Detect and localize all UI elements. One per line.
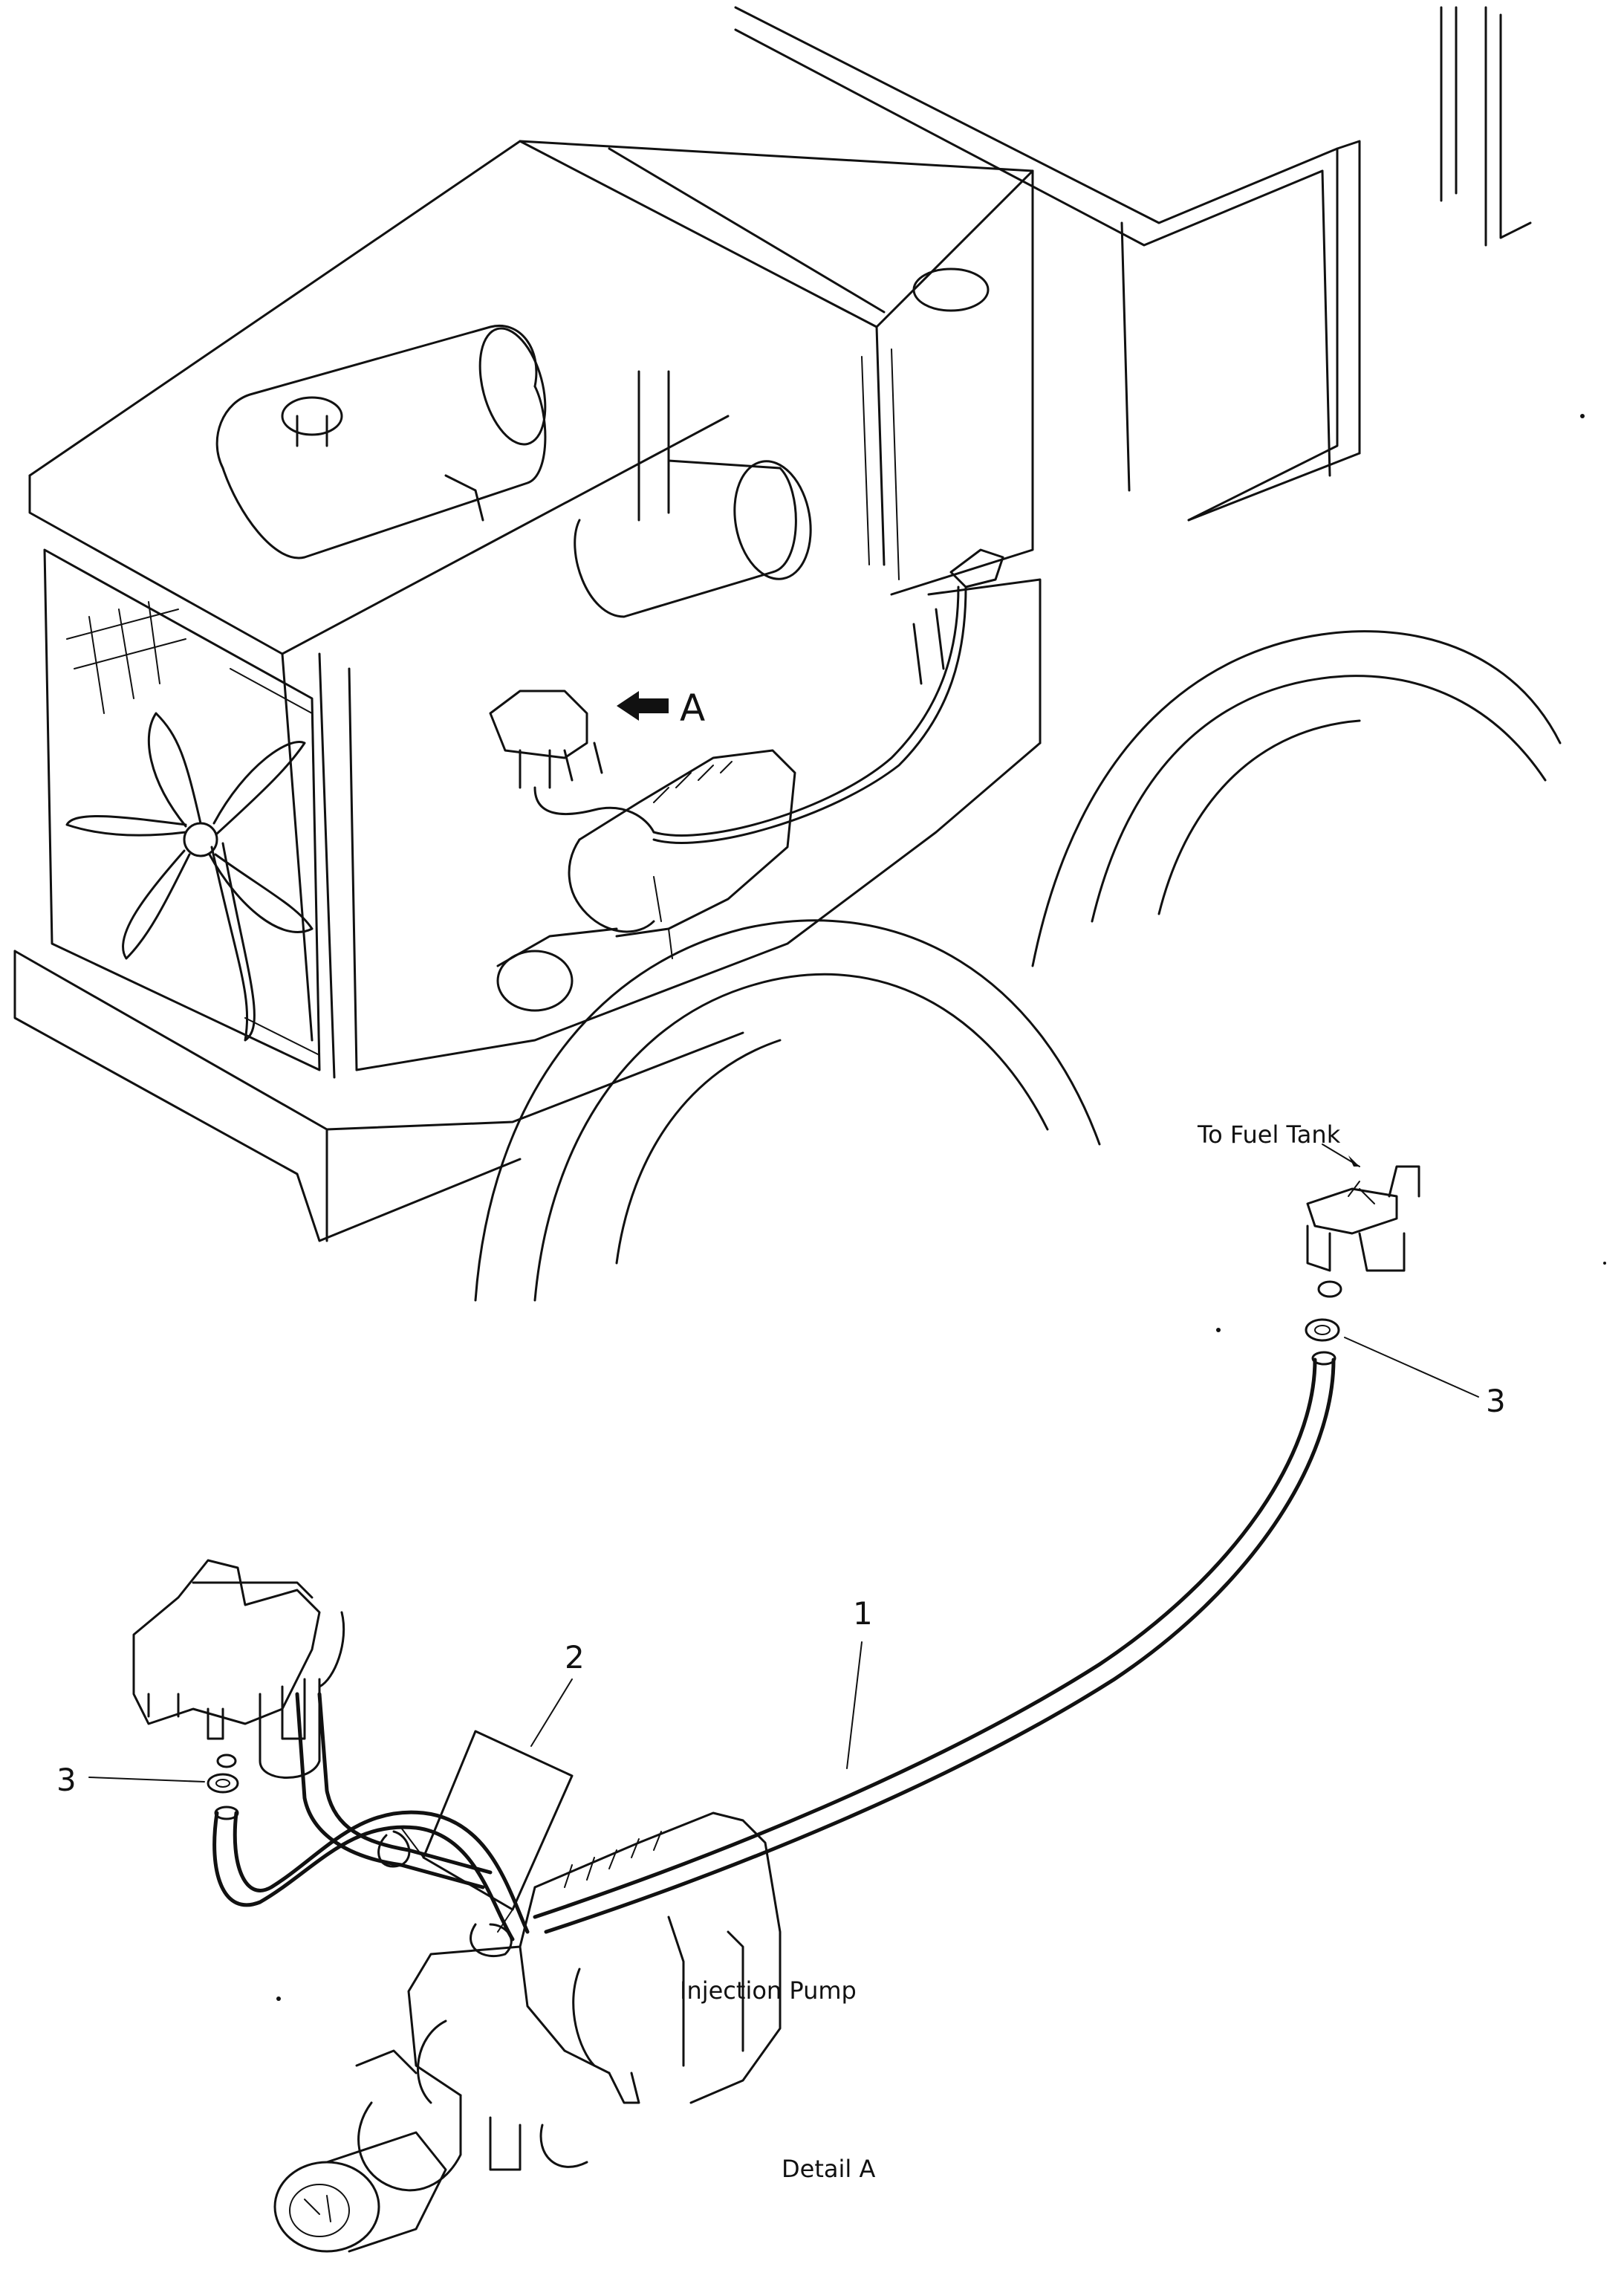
view-marker-label: A <box>680 687 705 730</box>
fan-icon <box>65 712 314 1042</box>
detail-a-label: Detail A <box>782 2155 875 2183</box>
callout-1: 1 <box>853 1595 873 1632</box>
callout-3-right-leader <box>1344 1337 1479 1398</box>
view-arrow-icon <box>617 691 669 721</box>
scan-dot <box>1603 1262 1606 1265</box>
callout-3-left-leader <box>88 1777 205 1782</box>
injection-pump-detail <box>273 1811 782 2253</box>
fuel-hose <box>533 1351 1336 1934</box>
scan-dot <box>1580 414 1585 418</box>
caution-tag <box>400 1730 574 1933</box>
fuel-tank-arrow-icon <box>1348 1155 1360 1167</box>
fuel-tank-valve <box>1306 1165 1420 1298</box>
clamp-right <box>1305 1318 1340 1342</box>
scan-dot <box>276 1996 281 2001</box>
radiator-grille <box>13 548 744 1242</box>
callout-1-leader <box>846 1641 863 1769</box>
machine-overview: A <box>13 6 1562 1302</box>
scan-dot <box>1216 1328 1221 1332</box>
fuel-filter-engine <box>489 690 655 834</box>
callout-2-leader <box>530 1678 573 1747</box>
front-tire <box>474 919 1101 1302</box>
fuel-line-overview <box>652 548 1004 844</box>
engine-hood <box>28 140 1042 1079</box>
air-cleaner <box>215 325 547 559</box>
rear-tire <box>1031 630 1562 967</box>
fuel-filter-detail <box>132 1559 345 1779</box>
feed-hose <box>212 1692 530 1958</box>
clamp-left <box>207 1773 239 1794</box>
injection-pump-label: Injection Pump <box>680 1976 857 2005</box>
callout-3-right: 3 <box>1486 1383 1506 1419</box>
callout-3-left: 3 <box>56 1762 77 1798</box>
injection-pump-overview <box>496 749 796 1012</box>
to-fuel-tank-label: To Fuel Tank <box>1197 1120 1341 1149</box>
muffler <box>444 370 812 618</box>
callout-2: 2 <box>565 1639 585 1675</box>
cab-frame <box>734 6 1532 522</box>
detail-a: To Fuel Tank 3 1 <box>56 414 1606 2253</box>
